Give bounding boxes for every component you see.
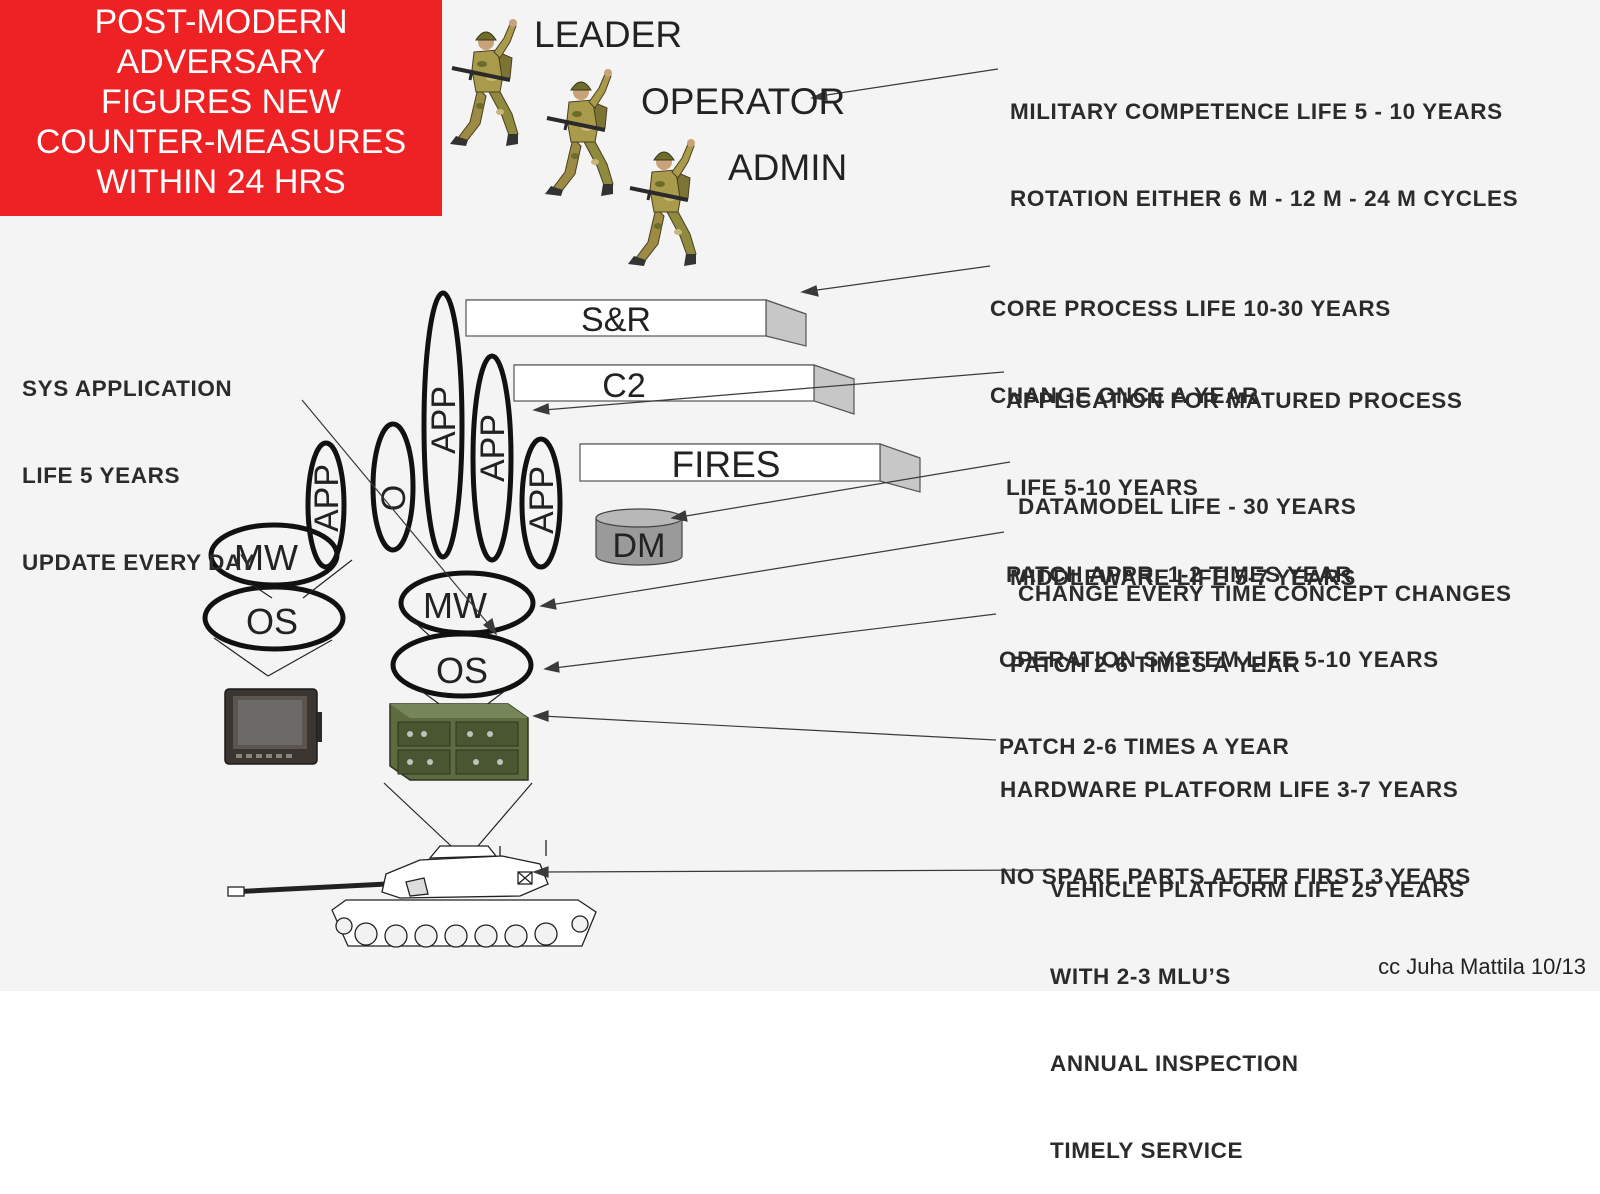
process-bar-fires-label: FIRES [672, 444, 781, 485]
display-terminal-icon [224, 688, 322, 765]
annotation-line: NO SPARE PARTS AFTER FIRST 3 YEARS [1000, 864, 1471, 889]
app-label-5: APP [523, 466, 561, 534]
process-bar-c2 [513, 364, 855, 415]
mw-label-right: MW [423, 585, 487, 626]
banner-line: WITHIN 24 HRS [96, 163, 346, 201]
app-label-4: APP [474, 414, 512, 482]
annotation-middleware: MIDDLEWARE LIFE 5-7 YEARS PATCH 2-6 TIME… [1010, 505, 1356, 708]
annotation-line: CHANGE EVERY TIME CONCEPT CHANGES [1018, 581, 1512, 606]
banner-line: POST-MODERN [94, 3, 348, 41]
process-bar-c2-label: C2 [602, 367, 645, 405]
diagram-canvas: S&R C2 FIRES DM APP O APP APP APP MW OS … [0, 0, 1600, 1163]
annotation-vehicle-platform: VEHICLE PLATFORM LIFE 25 YEARS WITH 2-3 … [1050, 817, 1465, 1194]
annotation-datamodel: DATAMODEL LIFE - 30 YEARS CHANGE EVERY T… [1018, 434, 1512, 637]
app-ellipse-2 [370, 421, 416, 553]
annotation-line: APPLICATION FOR MATURED PROCESS [1006, 388, 1463, 413]
app-ellipse-3 [421, 290, 465, 560]
os-ellipse-left [202, 584, 346, 652]
app-label-2: O [375, 485, 413, 511]
radio-hardware-icon [389, 703, 529, 781]
banner-line: ADVERSARY [116, 43, 326, 81]
role-label-leader: LEADER [534, 14, 682, 55]
annotation-line: OPERATION SYSTEM LIFE 5-10 YEARS [999, 647, 1439, 672]
annotation-line: DATAMODEL LIFE - 30 YEARS [1018, 494, 1357, 519]
soldier-icon-operator [543, 67, 615, 198]
database-cylinder-icon [595, 508, 683, 566]
app-label-1: APP [308, 464, 346, 532]
annotation-line: ANNUAL INSPECTION [1050, 1051, 1299, 1076]
process-bar-fires [579, 443, 921, 493]
annotation-line: PATCH 2-6 TIMES A YEAR [1010, 652, 1301, 677]
annotation-line: PATCH APPR. 1-2 TIMES YEAR [1006, 562, 1353, 587]
annotation-line: VEHICLE PLATFORM LIFE 25 YEARS [1050, 877, 1465, 902]
annotation-line: UPDATE EVERY DAY [22, 550, 256, 575]
annotation-line: MILITARY COMPETENCE LIFE 5 - 10 YEARS [1010, 99, 1503, 124]
app-ellipse-5 [519, 436, 563, 570]
annotation-line: SYS APPLICATION [22, 376, 233, 401]
role-label-admin: ADMIN [728, 147, 847, 188]
annotation-hardware-platform: HARDWARE PLATFORM LIFE 3-7 YEARS NO SPAR… [1000, 717, 1471, 920]
annotation-line: PATCH 2-6 TIMES A YEAR [999, 734, 1290, 759]
annotation-core-process: CORE PROCESS LIFE 10-30 YEARS CHANGE ONC… [990, 236, 1391, 439]
banner-line: COUNTER-MEASURES [35, 123, 407, 161]
banner-line: FIGURES NEW [101, 83, 341, 121]
annotation-application-matured: APPLICATION FOR MATURED PROCESS LIFE 5-1… [1006, 328, 1463, 618]
annotation-line: MIDDLEWARE LIFE 5-7 YEARS [1010, 565, 1356, 590]
credit-text: cc Juha Mattila 10/13 [1378, 954, 1586, 979]
annotation-sys-application: SYS APPLICATION LIFE 5 YEARS UPDATE EVER… [22, 316, 255, 606]
tank-icon [227, 840, 597, 948]
annotation-line: LIFE 5-10 YEARS [1006, 475, 1199, 500]
database-label: DM [613, 527, 666, 565]
annotation-operation-system: OPERATION SYSTEM LIFE 5-10 YEARS PATCH 2… [999, 587, 1439, 790]
annotation-line: HARDWARE PLATFORM LIFE 3-7 YEARS [1000, 777, 1459, 802]
os-ellipse-right [390, 631, 534, 699]
soldier-icon-admin [626, 137, 698, 268]
annotation-line: WITH 2-3 MLU’S [1050, 964, 1231, 989]
annotation-line: ROTATION EITHER 6 M - 12 M - 24 M CYCLES [1010, 186, 1519, 211]
annotation-line: CORE PROCESS LIFE 10-30 YEARS [990, 296, 1391, 321]
annotation-line: LIFE 5 YEARS [22, 463, 181, 488]
annotation-line: CHANGE ONCE A YEAR [990, 383, 1259, 408]
app-ellipse-1 [305, 440, 347, 570]
diagram-graphic: S&R C2 FIRES DM APP O APP APP APP MW OS … [202, 14, 1047, 948]
process-bar-sr [465, 299, 807, 347]
app-ellipse-4 [470, 353, 514, 563]
process-bar-sr-label: S&R [581, 301, 651, 339]
app-label-3: APP [425, 386, 463, 454]
adversary-banner: POST-MODERN ADVERSARY FIGURES NEW COUNTE… [0, 0, 442, 216]
annotation-military-competence: MILITARY COMPETENCE LIFE 5 - 10 YEARS RO… [1010, 39, 1518, 242]
os-label-right: OS [436, 650, 488, 691]
mw-label-left: MW [234, 537, 298, 578]
role-label-operator: OPERATOR [641, 81, 845, 122]
soldier-icon-leader [448, 17, 520, 148]
annotation-line: TIMELY SERVICE [1050, 1138, 1244, 1163]
os-label-left: OS [246, 601, 298, 642]
